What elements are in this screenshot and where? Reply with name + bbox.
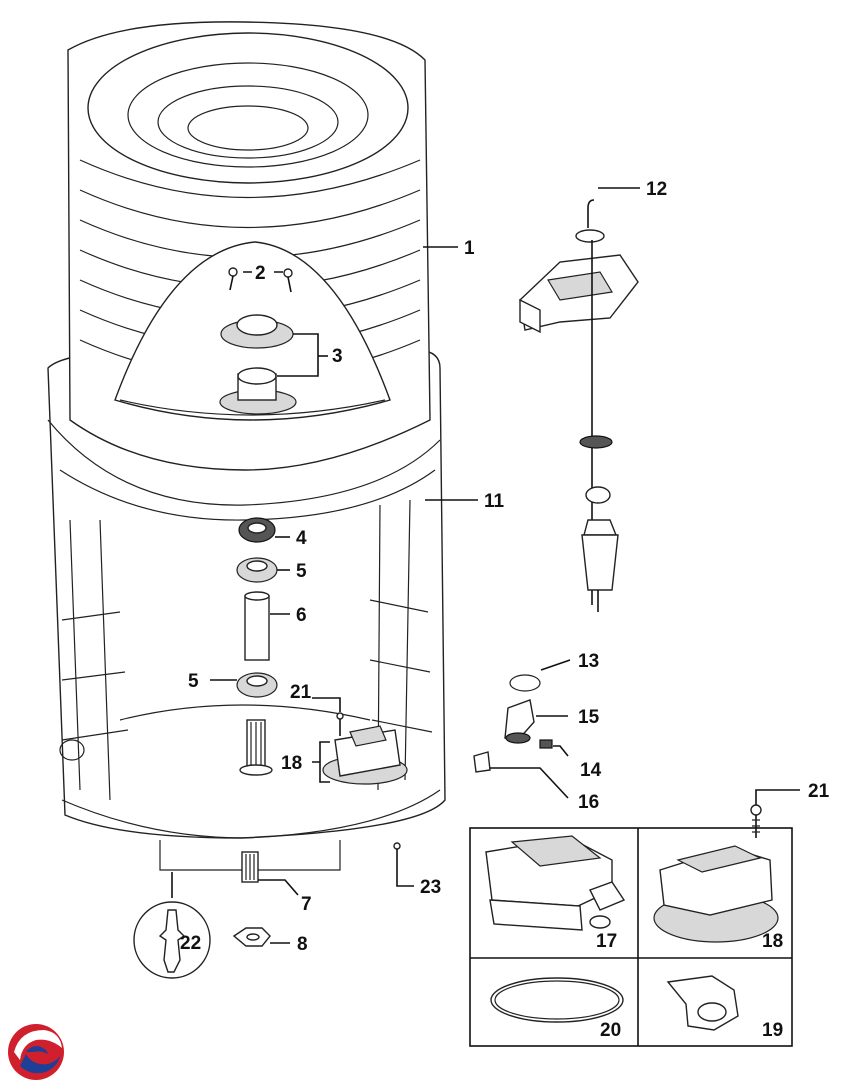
bracket-16 bbox=[473, 751, 491, 773]
clip-14 bbox=[539, 739, 553, 749]
callout-5-upper: 5 bbox=[296, 561, 307, 582]
callout-11: 11 bbox=[484, 491, 505, 512]
brand-swirl-logo-icon bbox=[8, 1024, 64, 1080]
elbow-15 bbox=[504, 699, 535, 744]
callout-labels: 1 2 3 4 5 6 5 7 8 11 12 13 14 15 16 18 2… bbox=[180, 179, 830, 955]
bearing-5-lower bbox=[236, 672, 278, 698]
callout-6: 6 bbox=[296, 605, 307, 626]
callout-14: 14 bbox=[580, 760, 602, 781]
tube-6 bbox=[244, 591, 270, 661]
callout-4: 4 bbox=[296, 528, 307, 549]
callout-3: 3 bbox=[332, 346, 343, 367]
level-sensor-12 bbox=[519, 199, 639, 612]
callout-21: 21 bbox=[290, 682, 312, 703]
callout-7: 7 bbox=[301, 894, 312, 915]
gasket-20-inset bbox=[490, 977, 624, 1023]
screws-2 bbox=[228, 267, 293, 293]
seal-19-inset bbox=[666, 975, 739, 1031]
screw-23 bbox=[393, 842, 401, 862]
nut-8 bbox=[232, 927, 271, 947]
callout-18-inset: 18 bbox=[762, 931, 783, 952]
callout-5-lower: 5 bbox=[188, 671, 199, 692]
part-7-spline bbox=[241, 851, 259, 883]
callout-23: 23 bbox=[420, 877, 441, 898]
callout-12: 12 bbox=[646, 179, 667, 200]
callout-17: 17 bbox=[596, 931, 617, 952]
drive-shaft bbox=[239, 719, 273, 776]
callout-21-inset: 21 bbox=[808, 781, 830, 802]
callout-16: 16 bbox=[578, 792, 599, 813]
callout-15: 15 bbox=[578, 707, 600, 728]
callout-13: 13 bbox=[578, 651, 599, 672]
callout-8: 8 bbox=[297, 934, 308, 955]
leader-lines bbox=[210, 187, 800, 944]
callout-2: 2 bbox=[255, 263, 266, 284]
callout-18: 18 bbox=[281, 753, 302, 774]
callout-19: 19 bbox=[762, 1020, 783, 1041]
pump-18-installed bbox=[322, 712, 408, 785]
wash-basket bbox=[67, 21, 431, 471]
pump-17-inset bbox=[485, 835, 626, 931]
callout-1: 1 bbox=[464, 238, 475, 259]
callout-20: 20 bbox=[600, 1020, 621, 1041]
pump-18-inset bbox=[653, 845, 779, 943]
inset-labels: 17 18 19 20 bbox=[596, 931, 783, 1041]
detail-22 bbox=[133, 872, 211, 979]
inset-panels bbox=[469, 804, 793, 1047]
bearing-5-upper bbox=[236, 557, 278, 583]
seal-4 bbox=[238, 517, 276, 543]
callout-22: 22 bbox=[180, 933, 201, 954]
hub-parts-3 bbox=[219, 314, 297, 415]
o-ring-13 bbox=[509, 674, 541, 692]
